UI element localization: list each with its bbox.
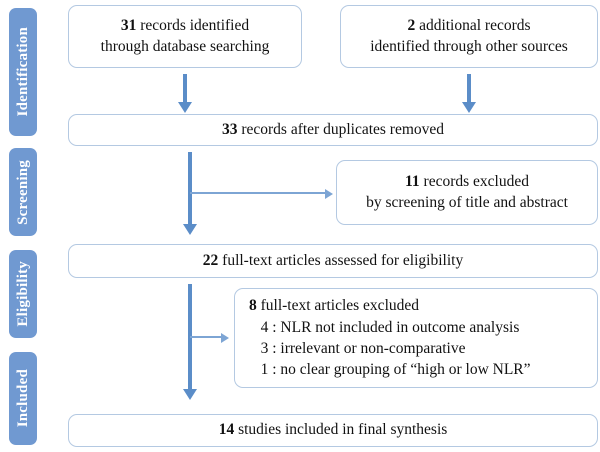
connector-screening-branch-arrow <box>325 189 333 199</box>
box-database-records-text: 31 records identified through database s… <box>101 16 270 58</box>
box-duplicates-removed-body: records after duplicates removed <box>241 120 445 138</box>
box-duplicates-removed-text: 33 records after duplicates removed <box>222 120 444 141</box>
box-duplicates-removed-count: 33 <box>221 120 238 138</box>
box-records-excluded: 11 records excluded by screening of titl… <box>336 160 598 225</box>
box-studies-included-count: 14 <box>218 421 235 439</box>
connector-eligibility-stem-arrow <box>183 389 197 400</box>
connector-screening-branch-line <box>190 192 326 194</box>
box-fulltext-excluded: 8 full-text articles excluded 4 : NLR no… <box>234 288 598 388</box>
stage-tab-eligibility-label: Eligibility <box>14 261 31 327</box>
box-duplicates-removed: 33 records after duplicates removed <box>68 114 598 146</box>
connector-database-to-duplicates-line <box>183 74 187 104</box>
stage-tab-identification-label: Identification <box>14 27 31 117</box>
stage-tab-included-label: Included <box>14 369 31 428</box>
box-database-records-body: records identified through database sear… <box>100 16 270 55</box>
box-records-excluded-body: records excluded by screening of title a… <box>366 172 568 211</box>
box-other-records-body: additional records identified through ot… <box>370 16 568 55</box>
box-fulltext-assessed: 22 full-text articles assessed for eligi… <box>68 244 598 278</box>
box-studies-included-body: studies included in final synthesis <box>238 421 448 439</box>
box-fulltext-excluded-reason-3: 1 : no clear grouping of “high or low NL… <box>249 361 531 379</box>
box-fulltext-assessed-text: 22 full-text articles assessed for eligi… <box>203 251 463 272</box>
box-fulltext-assessed-body: full-text articles assessed for eligibil… <box>222 251 464 269</box>
box-other-records: 2 additional records identified through … <box>340 5 598 68</box>
connector-other-to-duplicates-line <box>467 74 471 104</box>
box-fulltext-excluded-text: 8 full-text articles excluded 4 : NLR no… <box>249 295 531 381</box>
stage-tab-screening: Screening <box>9 148 37 236</box>
stage-tab-eligibility: Eligibility <box>9 250 37 338</box>
connector-database-to-duplicates-arrow <box>178 102 192 113</box>
connector-eligibility-branch-arrow <box>221 333 229 343</box>
box-fulltext-excluded-reason-2: 3 : irrelevant or non-comparative <box>249 340 466 357</box>
connector-eligibility-branch-line <box>190 336 222 338</box>
stage-tab-screening-label: Screening <box>14 159 31 225</box>
box-fulltext-assessed-count: 22 <box>202 251 219 269</box>
box-records-excluded-text: 11 records excluded by screening of titl… <box>366 172 568 214</box>
box-database-records-count: 31 <box>120 16 137 34</box>
box-fulltext-excluded-body: full-text articles excluded <box>260 297 420 315</box>
connector-other-to-duplicates-arrow <box>462 102 476 113</box>
connector-screening-stem-arrow <box>183 224 197 235</box>
connector-screening-stem <box>188 152 192 226</box>
box-records-excluded-count: 11 <box>405 172 420 190</box>
stage-tab-identification: Identification <box>9 8 37 136</box>
box-other-records-text: 2 additional records identified through … <box>370 16 568 58</box>
box-other-records-count: 2 <box>407 16 416 34</box>
stage-tab-included: Included <box>9 352 37 445</box>
box-fulltext-excluded-count: 8 <box>249 297 257 315</box>
box-database-records: 31 records identified through database s… <box>68 5 302 68</box>
box-fulltext-excluded-reason-1: 4 : NLR not included in outcome analysis <box>249 318 520 336</box>
box-studies-included: 14 studies included in final synthesis <box>68 414 598 447</box>
box-studies-included-text: 14 studies included in final synthesis <box>219 420 448 441</box>
